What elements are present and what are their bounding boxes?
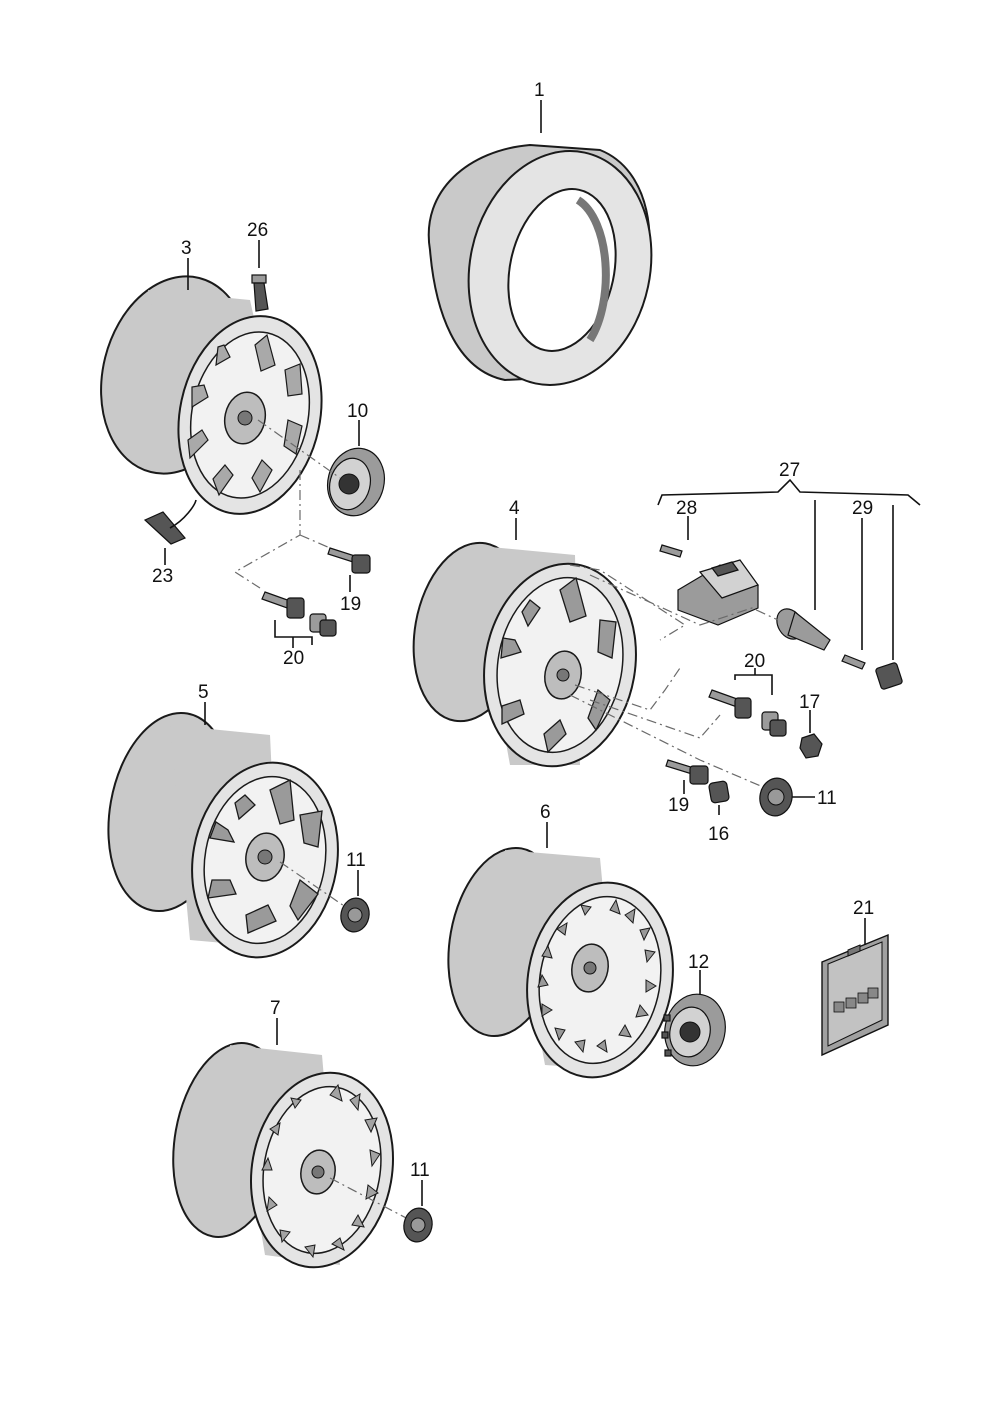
label-11-right: 11 bbox=[817, 788, 837, 809]
label-23: 23 bbox=[152, 566, 173, 587]
label-12: 12 bbox=[688, 952, 709, 973]
label-11-middle: 11 bbox=[346, 850, 366, 871]
label-6: 6 bbox=[540, 802, 551, 823]
wheel-4 bbox=[412, 541, 637, 768]
label-27: 27 bbox=[779, 460, 800, 481]
cap-16 bbox=[708, 780, 730, 804]
label-19-right: 19 bbox=[668, 795, 689, 816]
label-1: 1 bbox=[534, 80, 545, 101]
nut-17 bbox=[799, 733, 823, 759]
hub-cap-10 bbox=[327, 447, 385, 517]
tpms-valve-stem bbox=[776, 500, 831, 651]
valve-26 bbox=[251, 274, 269, 312]
valve-core-29 bbox=[841, 654, 866, 670]
tyre bbox=[427, 143, 653, 386]
parts-kit-21 bbox=[821, 933, 889, 1057]
locking-bolts-20-right bbox=[708, 689, 787, 737]
label-7: 7 bbox=[270, 998, 281, 1019]
label-28: 28 bbox=[676, 498, 697, 519]
label-26: 26 bbox=[247, 220, 268, 241]
wheel-6 bbox=[447, 846, 674, 1079]
label-3: 3 bbox=[181, 238, 192, 259]
tpms-sensor-28 bbox=[659, 544, 759, 626]
label-5: 5 bbox=[198, 682, 209, 703]
label-20-left: 20 bbox=[283, 648, 304, 669]
label-19-left: 19 bbox=[340, 594, 361, 615]
balance-weight-23 bbox=[143, 499, 197, 545]
wheel-bolt-19-left bbox=[327, 547, 371, 574]
hub-cap-11-bottom bbox=[403, 1207, 433, 1243]
hub-cap-11-right bbox=[759, 777, 793, 817]
wheel-7 bbox=[172, 1042, 395, 1269]
wheel-bolt-19-right bbox=[665, 759, 709, 785]
hub-cap-12 bbox=[661, 993, 726, 1067]
label-16: 16 bbox=[708, 824, 729, 845]
wheel-3 bbox=[100, 275, 323, 515]
hub-cap-11-middle bbox=[340, 897, 370, 933]
label-4: 4 bbox=[509, 498, 520, 519]
label-11-bottom: 11 bbox=[410, 1160, 430, 1181]
label-10: 10 bbox=[347, 401, 368, 422]
label-29: 29 bbox=[852, 498, 873, 519]
label-20-right: 20 bbox=[744, 651, 765, 672]
locking-bolts-20-left bbox=[261, 591, 337, 637]
label-21: 21 bbox=[853, 898, 874, 919]
wheel-5 bbox=[107, 711, 339, 959]
valve-cap bbox=[875, 662, 903, 690]
label-17: 17 bbox=[799, 692, 820, 713]
